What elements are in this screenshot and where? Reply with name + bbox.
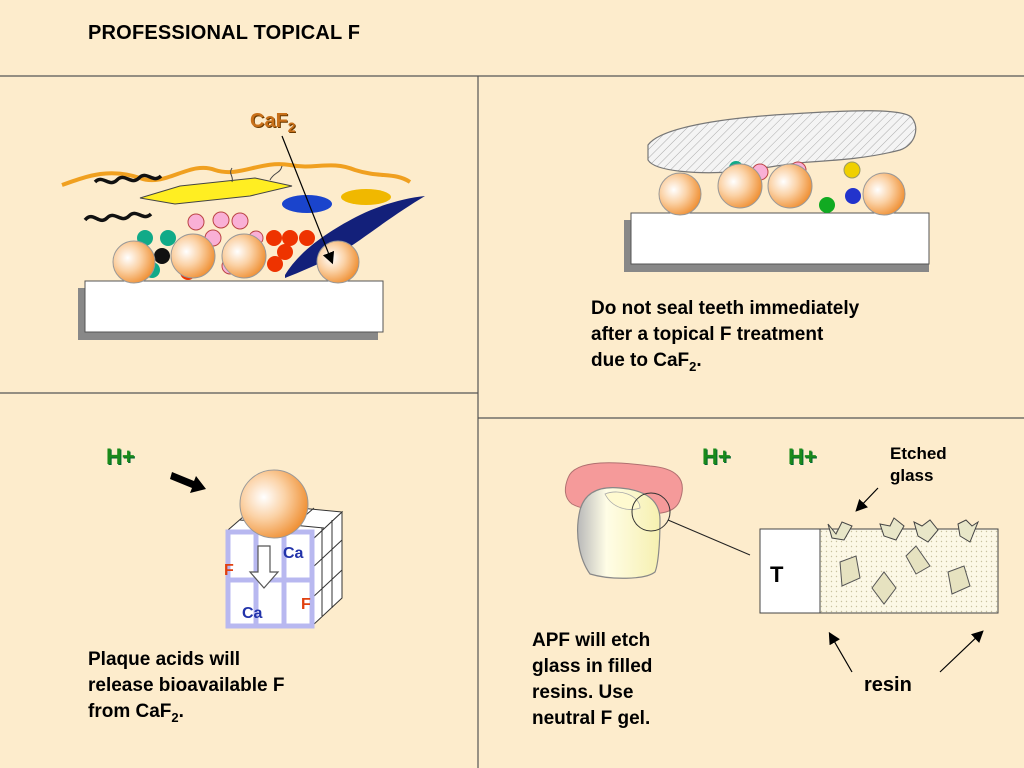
apf-etch-diagram — [564, 462, 999, 673]
caf2-label-sub: 2 — [287, 119, 296, 135]
release-arrow — [248, 545, 280, 589]
resin-label: resin — [864, 674, 912, 696]
sealant-diagram — [624, 110, 930, 272]
caf2-globules — [112, 233, 360, 284]
apf-warning-line-2: glass in filled — [532, 656, 653, 677]
sealant-warning-line-2: after a topical F treatment — [591, 324, 824, 345]
caf2-globule — [239, 469, 309, 539]
caf2-label: CaF2 — [250, 110, 296, 135]
resin-arrow-right — [939, 630, 984, 673]
acid-release-line-3: from CaF2. — [88, 701, 184, 725]
slide-title: PROFESSIONAL TOPICAL F — [88, 22, 361, 44]
ion-label-f-1: F — [224, 562, 234, 579]
tooth-crown — [577, 487, 661, 579]
bacteria-strand-1 — [93, 173, 163, 185]
ion-label-f-2: F — [301, 596, 311, 613]
acid-release-line-1: Plaque acids will — [88, 649, 241, 670]
apf-warning-line-3: resins. Use — [532, 682, 634, 703]
polysaccharide-strand — [139, 177, 293, 205]
acid-arrow — [170, 472, 206, 493]
caf2-pointer-arrow — [281, 135, 335, 265]
hplus-ion: H+ — [106, 444, 135, 469]
caf2-label-base: CaF — [250, 110, 288, 132]
acid-release-diagram — [170, 469, 344, 629]
etched-glass-label-line-2: glass — [890, 466, 934, 485]
sealant-warning: Do not seal teeth immediately after a to… — [591, 296, 859, 380]
apf-warning-line-1: APF will etch — [532, 630, 651, 651]
sealant-warning-line-3: due to CaF2. — [591, 350, 702, 374]
acid-release-text: Plaque acids will release bioavailable F… — [88, 647, 284, 731]
resin-arrow-left — [828, 631, 853, 673]
pellicle-fiber — [61, 162, 412, 187]
ion-label-ca-1: Ca — [283, 545, 304, 562]
apf-warning-line-4: neutral F gel. — [532, 708, 651, 729]
apf-warning: APF will etch glass in filled resins. Us… — [532, 628, 652, 732]
enamel-slab — [630, 212, 930, 265]
sealant-layer — [647, 110, 917, 174]
zoom-line-top — [667, 519, 751, 556]
sealant-warning-line-1: Do not seal teeth immediately — [591, 298, 860, 319]
etched-glass-arrow — [855, 487, 879, 512]
hplus-ion-1: H+ — [702, 444, 731, 469]
etched-glass-label: Etched glass — [890, 443, 947, 487]
protein-yellow — [341, 189, 391, 205]
etched-pits — [827, 517, 980, 543]
ion-label-ca-2: Ca — [242, 605, 263, 622]
acid-release-line-2: release bioavailable F — [88, 675, 285, 696]
panel-dividers — [0, 75, 1024, 768]
plaque-diagram — [61, 135, 425, 340]
magnify-circle — [631, 492, 671, 532]
hplus-ion-2: H+ — [788, 444, 817, 469]
enamel-slab — [84, 280, 384, 333]
bacteria-strand-2 — [83, 211, 153, 223]
glass-fillers — [839, 545, 971, 605]
protein-blue — [282, 195, 332, 213]
etched-glass-label-line-1: Etched — [890, 444, 947, 463]
tooth-label: T — [770, 562, 784, 587]
